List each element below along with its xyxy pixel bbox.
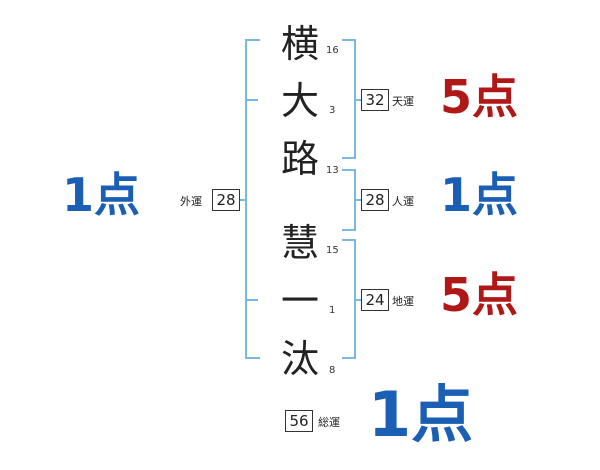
chikaku-score-unit: 点 (472, 268, 519, 322)
stroke-count: 1 (329, 305, 336, 316)
name-char: 慧 (280, 221, 319, 265)
jinkaku-value-box: 28 (361, 189, 389, 211)
tenkaku-score-unit: 点 (472, 70, 519, 124)
jinkaku-score: 1点 (440, 170, 518, 220)
gaikaku-score: 1点 (62, 170, 140, 220)
name-char: 路 (280, 137, 319, 181)
name-char: 一 (280, 279, 319, 323)
soukaku-score-value: 1 (368, 378, 412, 451)
stroke-count: 16 (326, 45, 339, 56)
name-char: 横 (280, 22, 319, 66)
soukaku-score-unit: 点 (411, 378, 474, 451)
stroke-count: 8 (329, 365, 336, 376)
soukaku-score: 1点 (368, 382, 473, 448)
gaikaku-value-box: 28 (212, 189, 240, 211)
stroke-count: 3 (329, 105, 336, 116)
gaikaku-label: 外運 (180, 195, 202, 208)
jinkaku-score-value: 1 (440, 168, 473, 222)
tenkaku-score-value: 5 (440, 70, 473, 124)
soukaku-label: 総運 (318, 416, 340, 429)
tenkaku-score: 5点 (440, 72, 518, 122)
jinkaku-score-unit: 点 (472, 168, 519, 222)
name-char: 大 (280, 79, 319, 123)
stroke-count: 15 (326, 245, 339, 256)
tenkaku-label: 天運 (392, 95, 414, 108)
soukaku-value-box: 56 (285, 410, 313, 432)
tenkaku-value-box: 32 (361, 89, 389, 111)
jinkaku-bracket (342, 169, 356, 231)
gaikaku-score-unit: 点 (94, 168, 141, 222)
chikaku-label: 地運 (392, 295, 414, 308)
chikaku-bracket (342, 239, 356, 359)
chikaku-score-value: 5 (440, 268, 473, 322)
chikaku-score: 5点 (440, 270, 518, 320)
tenkaku-bracket (342, 39, 356, 159)
gaikaku-score-value: 1 (62, 168, 95, 222)
chikaku-value-box: 24 (361, 289, 389, 311)
stroke-count: 13 (326, 165, 339, 176)
outer-bracket (245, 39, 260, 359)
jinkaku-label: 人運 (392, 195, 414, 208)
name-char: 汰 (280, 337, 319, 381)
